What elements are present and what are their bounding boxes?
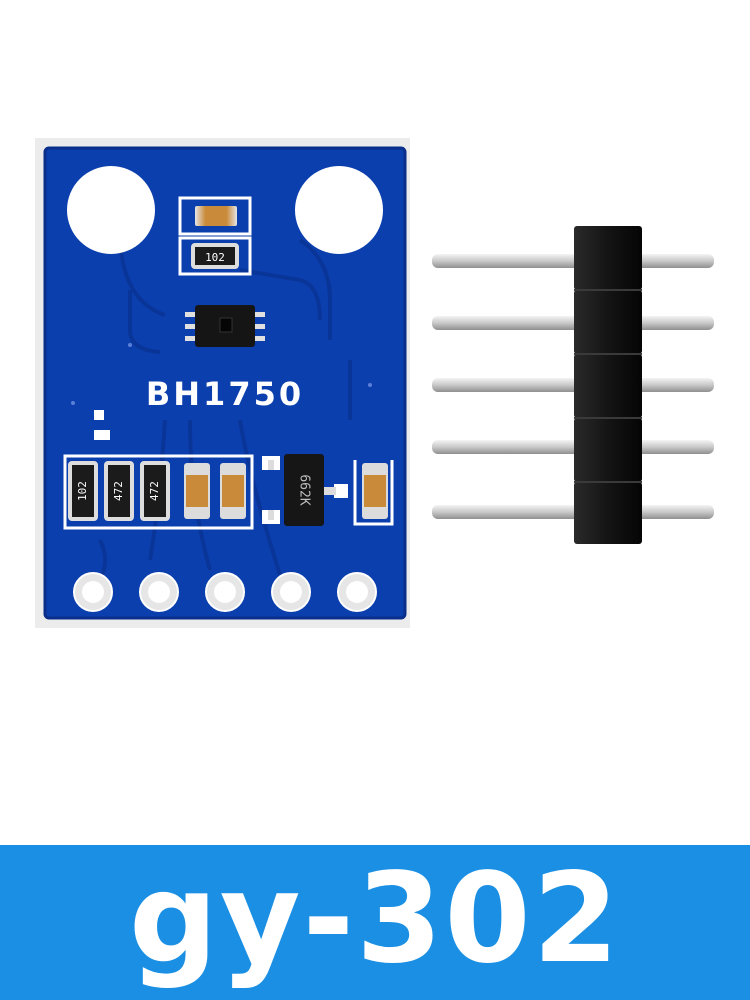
- bh1750-chip: [185, 305, 265, 347]
- component-row-outline: [63, 454, 254, 530]
- model-banner: gy-302: [0, 845, 750, 1000]
- transistor-code: 662K: [297, 474, 312, 505]
- capacitor-top: [195, 206, 237, 226]
- transistor: 662K: [262, 454, 348, 526]
- svg-text:102: 102: [76, 481, 89, 501]
- resistor-top-code: 102: [205, 251, 225, 264]
- mounting-hole-right: [295, 166, 383, 254]
- pin-header: [432, 226, 714, 544]
- chip-silkscreen-label: BH1750: [146, 375, 304, 413]
- svg-text:472: 472: [148, 481, 161, 501]
- resistor-top: [191, 243, 239, 269]
- board-pin-pads: [73, 572, 377, 612]
- resistor-row: 102 472 472: [68, 461, 170, 521]
- model-name: gy-302: [129, 846, 621, 991]
- product-photo: 102 BH1750 102 472 472: [35, 138, 714, 628]
- svg-text:472: 472: [112, 481, 125, 501]
- mounting-hole-left: [67, 166, 155, 254]
